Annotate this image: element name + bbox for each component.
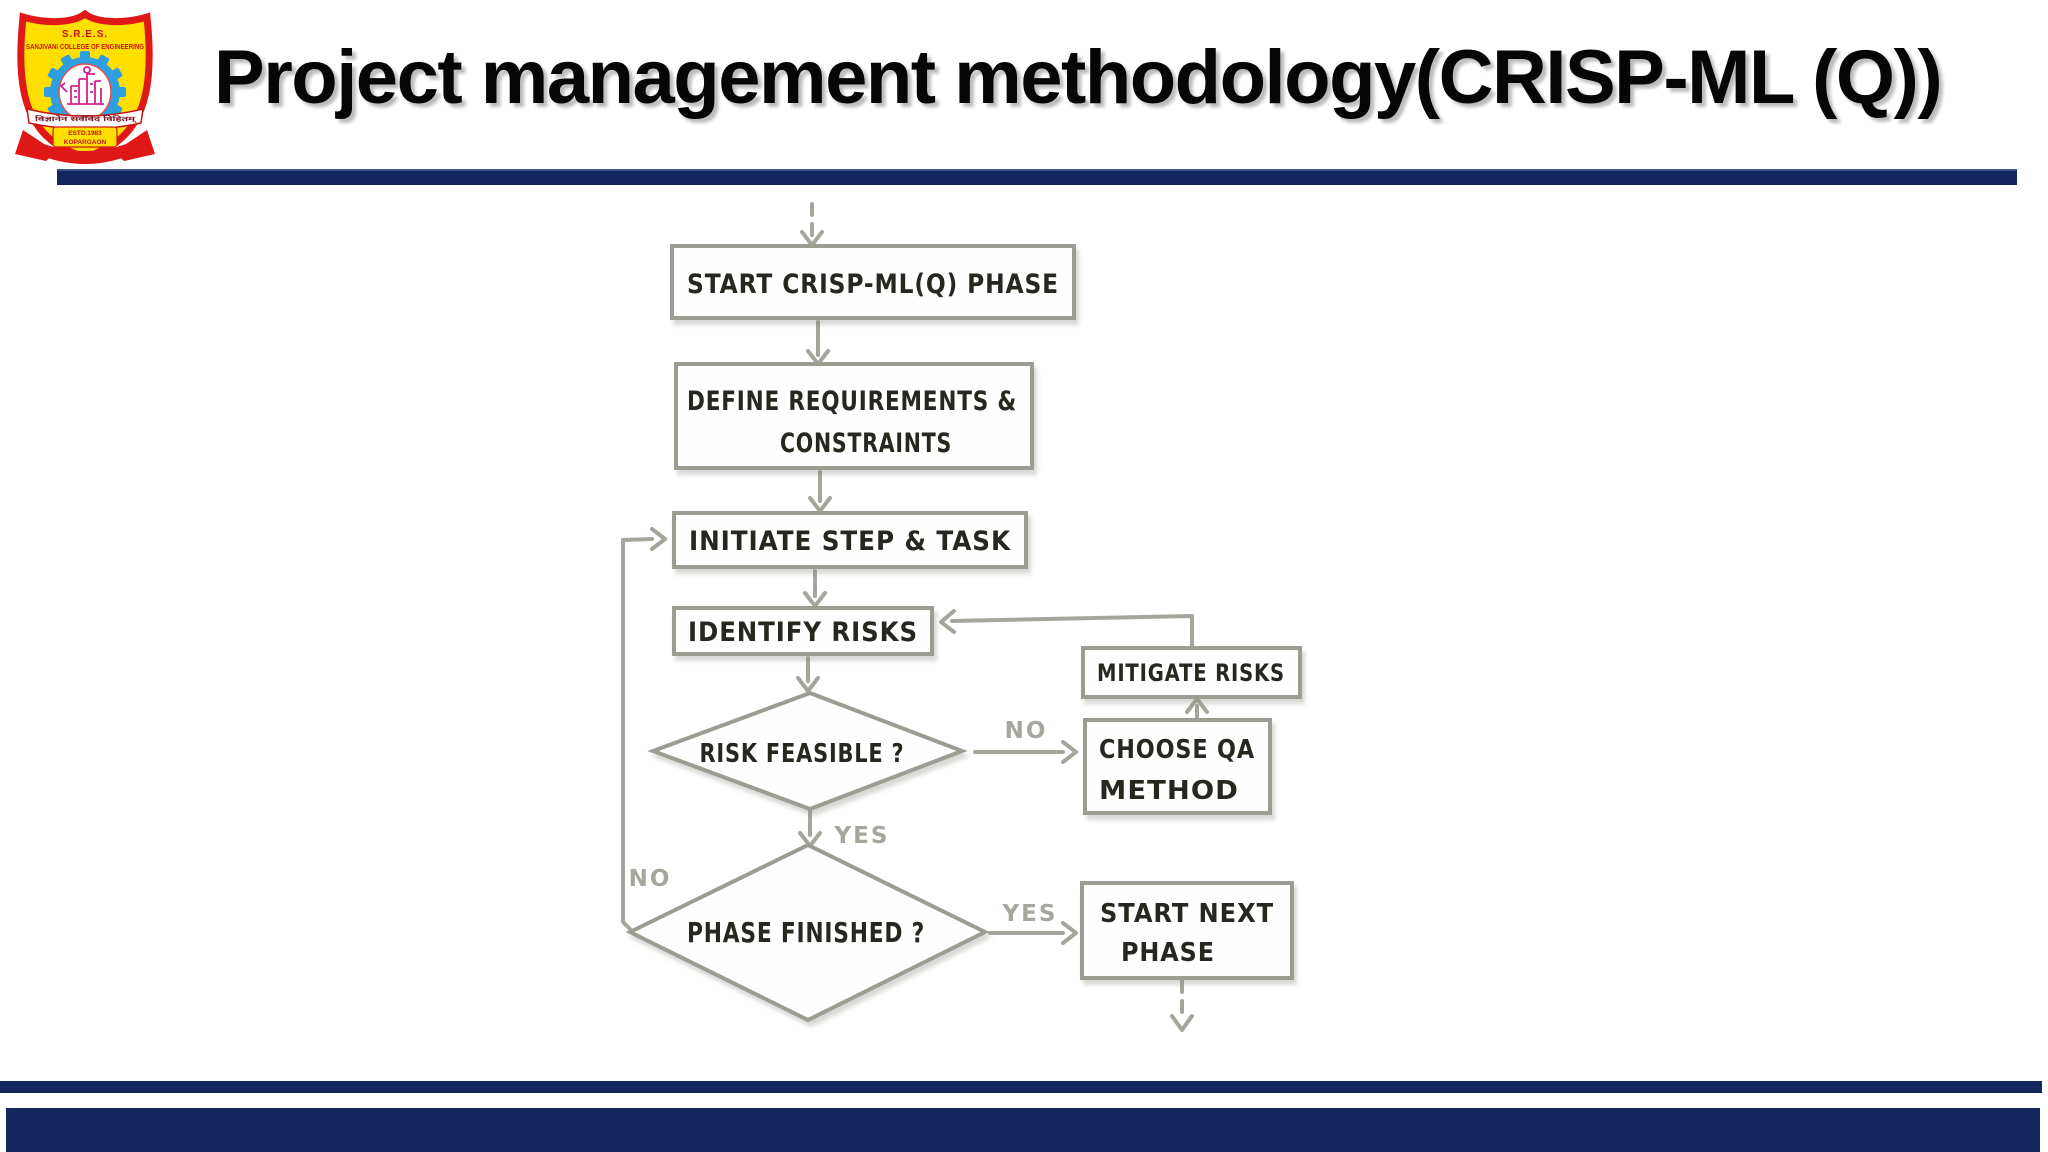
node-mitigate: MITIGATE RISKS (1081, 646, 1302, 699)
node-define: DEFINE REQUIREMENTS & CONSTRAINTS (674, 362, 1034, 470)
node-define-line2: CONSTRAINTS (780, 428, 952, 459)
logo-place: KOPARGAON (64, 139, 107, 146)
node-phase-finished: PHASE FINISHED ? (625, 842, 990, 1023)
node-risk-feasible: RISK FEASIBLE ? (647, 690, 968, 812)
page-title: Project management methodology(CRISP-ML … (214, 35, 1943, 120)
node-mitigate-label: MITIGATE RISKS (1097, 659, 1285, 687)
footer-bar-thin (0, 1081, 2042, 1093)
node-risk-feasible-label: RISK FEASIBLE ? (700, 739, 905, 769)
logo-bottom-ribbon (15, 130, 155, 164)
edge-phasefinished-no-loop (621, 537, 654, 931)
college-logo: S.R.E.S. SANJIVANI COLLEGE OF ENGINEERIN… (15, 9, 155, 164)
node-start-label: START CRISP-ML(Q) PHASE (687, 269, 1059, 300)
node-choose-qa: CHOOSE QA METHOD (1083, 718, 1272, 815)
node-start: START CRISP-ML(Q) PHASE (670, 244, 1076, 320)
node-identify-label: IDENTIFY RISKS (688, 617, 918, 648)
edge-mitigate-identify (950, 614, 1194, 649)
label-phase-no: NO (629, 866, 672, 892)
logo-abbr: S.R.E.S. (62, 29, 108, 40)
logo-motto: विज्ञानेन सर्वविदं विहितम् (33, 115, 138, 123)
title-divider (57, 169, 2017, 185)
node-initiate: INITIATE STEP & TASK (672, 511, 1028, 569)
label-risk-yes: YES (834, 823, 890, 849)
node-phase-finished-label: PHASE FINISHED ? (687, 916, 925, 949)
label-phase-yes: YES (1002, 901, 1058, 927)
logo-estd: ESTD.1983 (68, 130, 102, 137)
node-start-next-line2: PHASE (1121, 938, 1215, 968)
node-choose-qa-line1: CHOOSE QA (1099, 735, 1255, 765)
footer-bar-thick (6, 1108, 2040, 1152)
label-risk-no: NO (1005, 718, 1048, 744)
logo-building-icon (59, 66, 104, 105)
node-initiate-label: INITIATE STEP & TASK (689, 526, 1011, 557)
logo-estd-panel (52, 126, 118, 148)
node-choose-qa-line2: METHOD (1099, 776, 1239, 806)
node-define-line1: DEFINE REQUIREMENTS & (687, 386, 1017, 417)
logo-name: SANJIVANI COLLEGE OF ENGINEERING (26, 44, 144, 51)
node-identify: IDENTIFY RISKS (672, 606, 934, 656)
node-start-next-line1: START NEXT (1100, 899, 1274, 929)
node-start-next: START NEXT PHASE (1080, 881, 1294, 980)
